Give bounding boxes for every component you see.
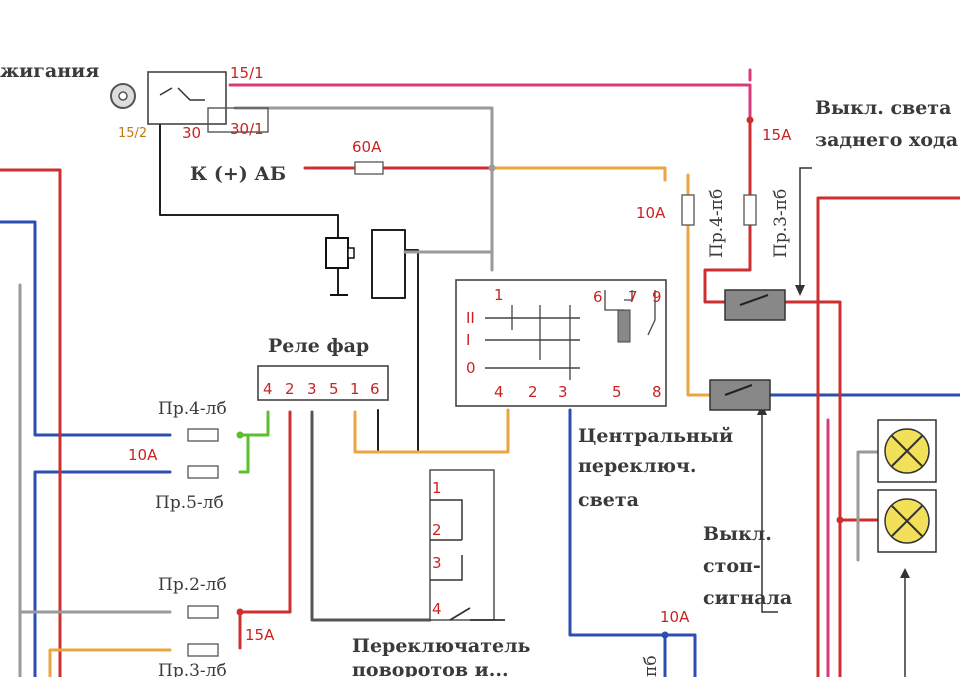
stop-switch-title-3: сигнала — [703, 587, 792, 609]
stop-switch-title-1: Выкл. — [703, 523, 772, 545]
terminal-15-1: 15/1 — [230, 64, 264, 82]
reverse-switch-title-1: Выкл. света — [815, 97, 951, 119]
wire-red-f3 — [238, 410, 292, 614]
fuse-label-pr2-lb: Пр.2-лб — [158, 575, 227, 595]
stop-switch-title-2: стоп- — [703, 555, 761, 577]
relay-pin: 4 — [263, 380, 273, 398]
relay-pin: 2 — [285, 380, 295, 398]
central-switch-pin-8: 8 — [652, 383, 662, 401]
wire-pink-15-1 — [228, 83, 752, 122]
wire-black-relay-contact — [371, 229, 419, 453]
fuse-60a — [354, 161, 384, 175]
central-switch-pin-9: 9 — [652, 288, 662, 306]
wire-blue-f1 — [0, 220, 172, 437]
arrowhead-reverse — [795, 285, 805, 296]
ignition-switch — [110, 71, 269, 133]
central-switch-pos-1: I — [466, 331, 470, 349]
fuse-rating-10a-left: 10А — [128, 446, 158, 464]
arrow-stop-switch — [761, 410, 778, 613]
lamp-upper — [877, 419, 937, 483]
relay-pin: 1 — [350, 380, 360, 398]
fuse-label-bottom-pb: пб — [641, 655, 661, 677]
central-switch-title-2: переключ. — [578, 455, 697, 477]
wire-red-left — [0, 168, 62, 677]
wire-blue-central-r — [663, 633, 697, 677]
fuse-pr4-pb — [681, 194, 695, 226]
wire-gray-30-1 — [233, 106, 494, 272]
wire-orange-stop — [686, 173, 712, 397]
arrowhead-lamp — [900, 568, 910, 578]
wire-black-ignition — [159, 94, 339, 239]
relay-coil — [325, 237, 355, 296]
fuse-label-pr3-lb: Пр.3-лб — [158, 661, 227, 677]
fuse-rating-15a-left: 15А — [245, 626, 275, 644]
turn-switch-title-1: Переключатель — [352, 635, 530, 657]
fuse-label-pr4-pb: Пр.4-пб — [707, 189, 727, 258]
central-switch-pin-3: 3 — [558, 383, 568, 401]
headlight-relay-pins: 4 2 3 5 1 6 — [263, 380, 380, 398]
fuse-pr3-lb — [187, 643, 219, 657]
junction-dots — [236, 116, 844, 639]
wire-red-right-inner — [783, 300, 842, 677]
central-switch-pin-5: 5 — [612, 383, 622, 401]
relay-pin: 6 — [370, 380, 380, 398]
turn-switch-pin-4: 4 — [432, 600, 442, 618]
fuse-pr2-lb — [187, 605, 219, 619]
central-switch-pos-2: II — [466, 309, 475, 327]
lamp-lower — [877, 489, 937, 553]
wire-orange-pin1 — [353, 408, 510, 454]
fuse-label-pr4-lb: Пр.4-лб — [158, 399, 227, 419]
wire-green-f2 — [238, 433, 250, 474]
turn-switch-title-2: поворотов и... — [352, 659, 509, 677]
central-switch-body — [455, 279, 667, 407]
fuse-label-pr3-pb: Пр.3-пб — [771, 189, 791, 258]
fuse-pr3-pb — [743, 194, 757, 226]
reverse-light-switch — [724, 289, 786, 321]
central-switch-pin-4: 4 — [494, 383, 504, 401]
turn-switch-pin-1: 1 — [432, 479, 442, 497]
terminal-15-2: 15/2 — [118, 126, 147, 141]
fuse-pr5-lb — [187, 465, 219, 479]
terminal-30: 30 — [182, 124, 201, 142]
fuse-rating-15a-right: 15А — [762, 126, 792, 144]
turn-switch-body — [429, 469, 505, 621]
wire-orange-right — [490, 166, 667, 182]
wire-black-relay-contact2 — [371, 229, 406, 299]
reverse-switch-title-2: заднего хода — [815, 129, 958, 151]
central-switch-pin-6: 6 — [593, 288, 603, 306]
turn-switch-pin-2: 2 — [432, 521, 442, 539]
battery-fuse-label: 60А — [352, 138, 382, 156]
central-switch-title-1: Центральный — [578, 425, 733, 447]
central-switch-title-3: света — [578, 489, 639, 511]
arrow-reverse-switch — [799, 167, 812, 290]
ignition-title: жигания — [0, 60, 99, 82]
wire-green-f1 — [238, 410, 270, 437]
fuse-pr4-lb — [187, 428, 219, 442]
terminal-30-1: 30/1 — [230, 120, 264, 138]
central-switch-pos-0: 0 — [466, 359, 476, 377]
turn-switch-pin-3: 3 — [432, 554, 442, 572]
fuse-label-pr5-lb: Пр.5-лб — [155, 493, 224, 513]
central-switch-pin-2: 2 — [528, 383, 538, 401]
wire-gray-f3 — [18, 283, 172, 677]
wire-blue-f2 — [33, 470, 172, 677]
fuse-rating-10a-right: 10А — [636, 204, 666, 222]
relay-pin: 3 — [307, 380, 317, 398]
wire-orange-f4 — [48, 648, 172, 677]
wire-red-right-outer — [816, 196, 960, 677]
wire-darkgray-pin3 — [310, 410, 432, 622]
central-switch-pin-1: 1 — [494, 286, 504, 304]
relay-pin: 5 — [329, 380, 339, 398]
wire-blue-central — [568, 408, 667, 677]
battery-label: К (+) АБ — [190, 163, 286, 185]
wire-gray-lamp-link — [856, 450, 882, 562]
headlight-relay-box — [257, 365, 389, 401]
fuse-rating-10a-bottom: 10А — [660, 608, 690, 626]
central-switch-pin-7: 7 — [628, 288, 638, 306]
stop-signal-switch — [709, 379, 771, 411]
headlight-relay-title: Реле фар — [268, 335, 369, 357]
